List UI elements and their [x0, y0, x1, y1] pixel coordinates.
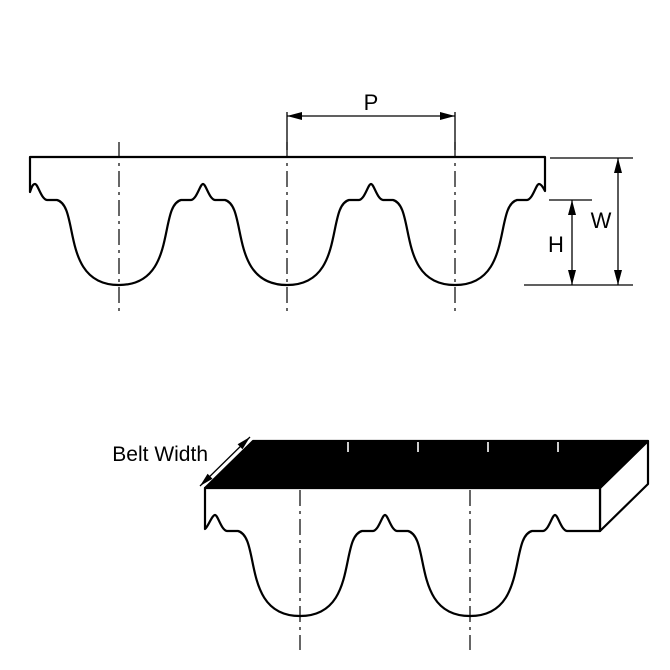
pitch-label: P [364, 90, 379, 115]
arrowhead-lower [200, 473, 213, 486]
height-dimension: H [548, 199, 592, 285]
arrowhead-down [568, 270, 576, 285]
width-dimension: W [524, 157, 633, 286]
arrowhead-up [568, 200, 576, 215]
belt-width-label: Belt Width [112, 443, 208, 466]
arrowhead-down [614, 270, 622, 285]
width-label: W [591, 208, 612, 233]
arrowhead-left [287, 112, 302, 120]
arrowhead-upper [237, 437, 250, 450]
height-label: H [548, 232, 564, 257]
cross-section-view: P W H [28, 90, 633, 312]
isometric-view: Belt Width [112, 436, 650, 650]
arrowhead-right [440, 112, 455, 120]
belt-front-profile [203, 486, 602, 618]
arrowhead-up [614, 158, 622, 173]
belt-back-face [203, 439, 650, 490]
pitch-dimension: P [286, 90, 456, 150]
belt-width-dimension: Belt Width [112, 436, 251, 487]
